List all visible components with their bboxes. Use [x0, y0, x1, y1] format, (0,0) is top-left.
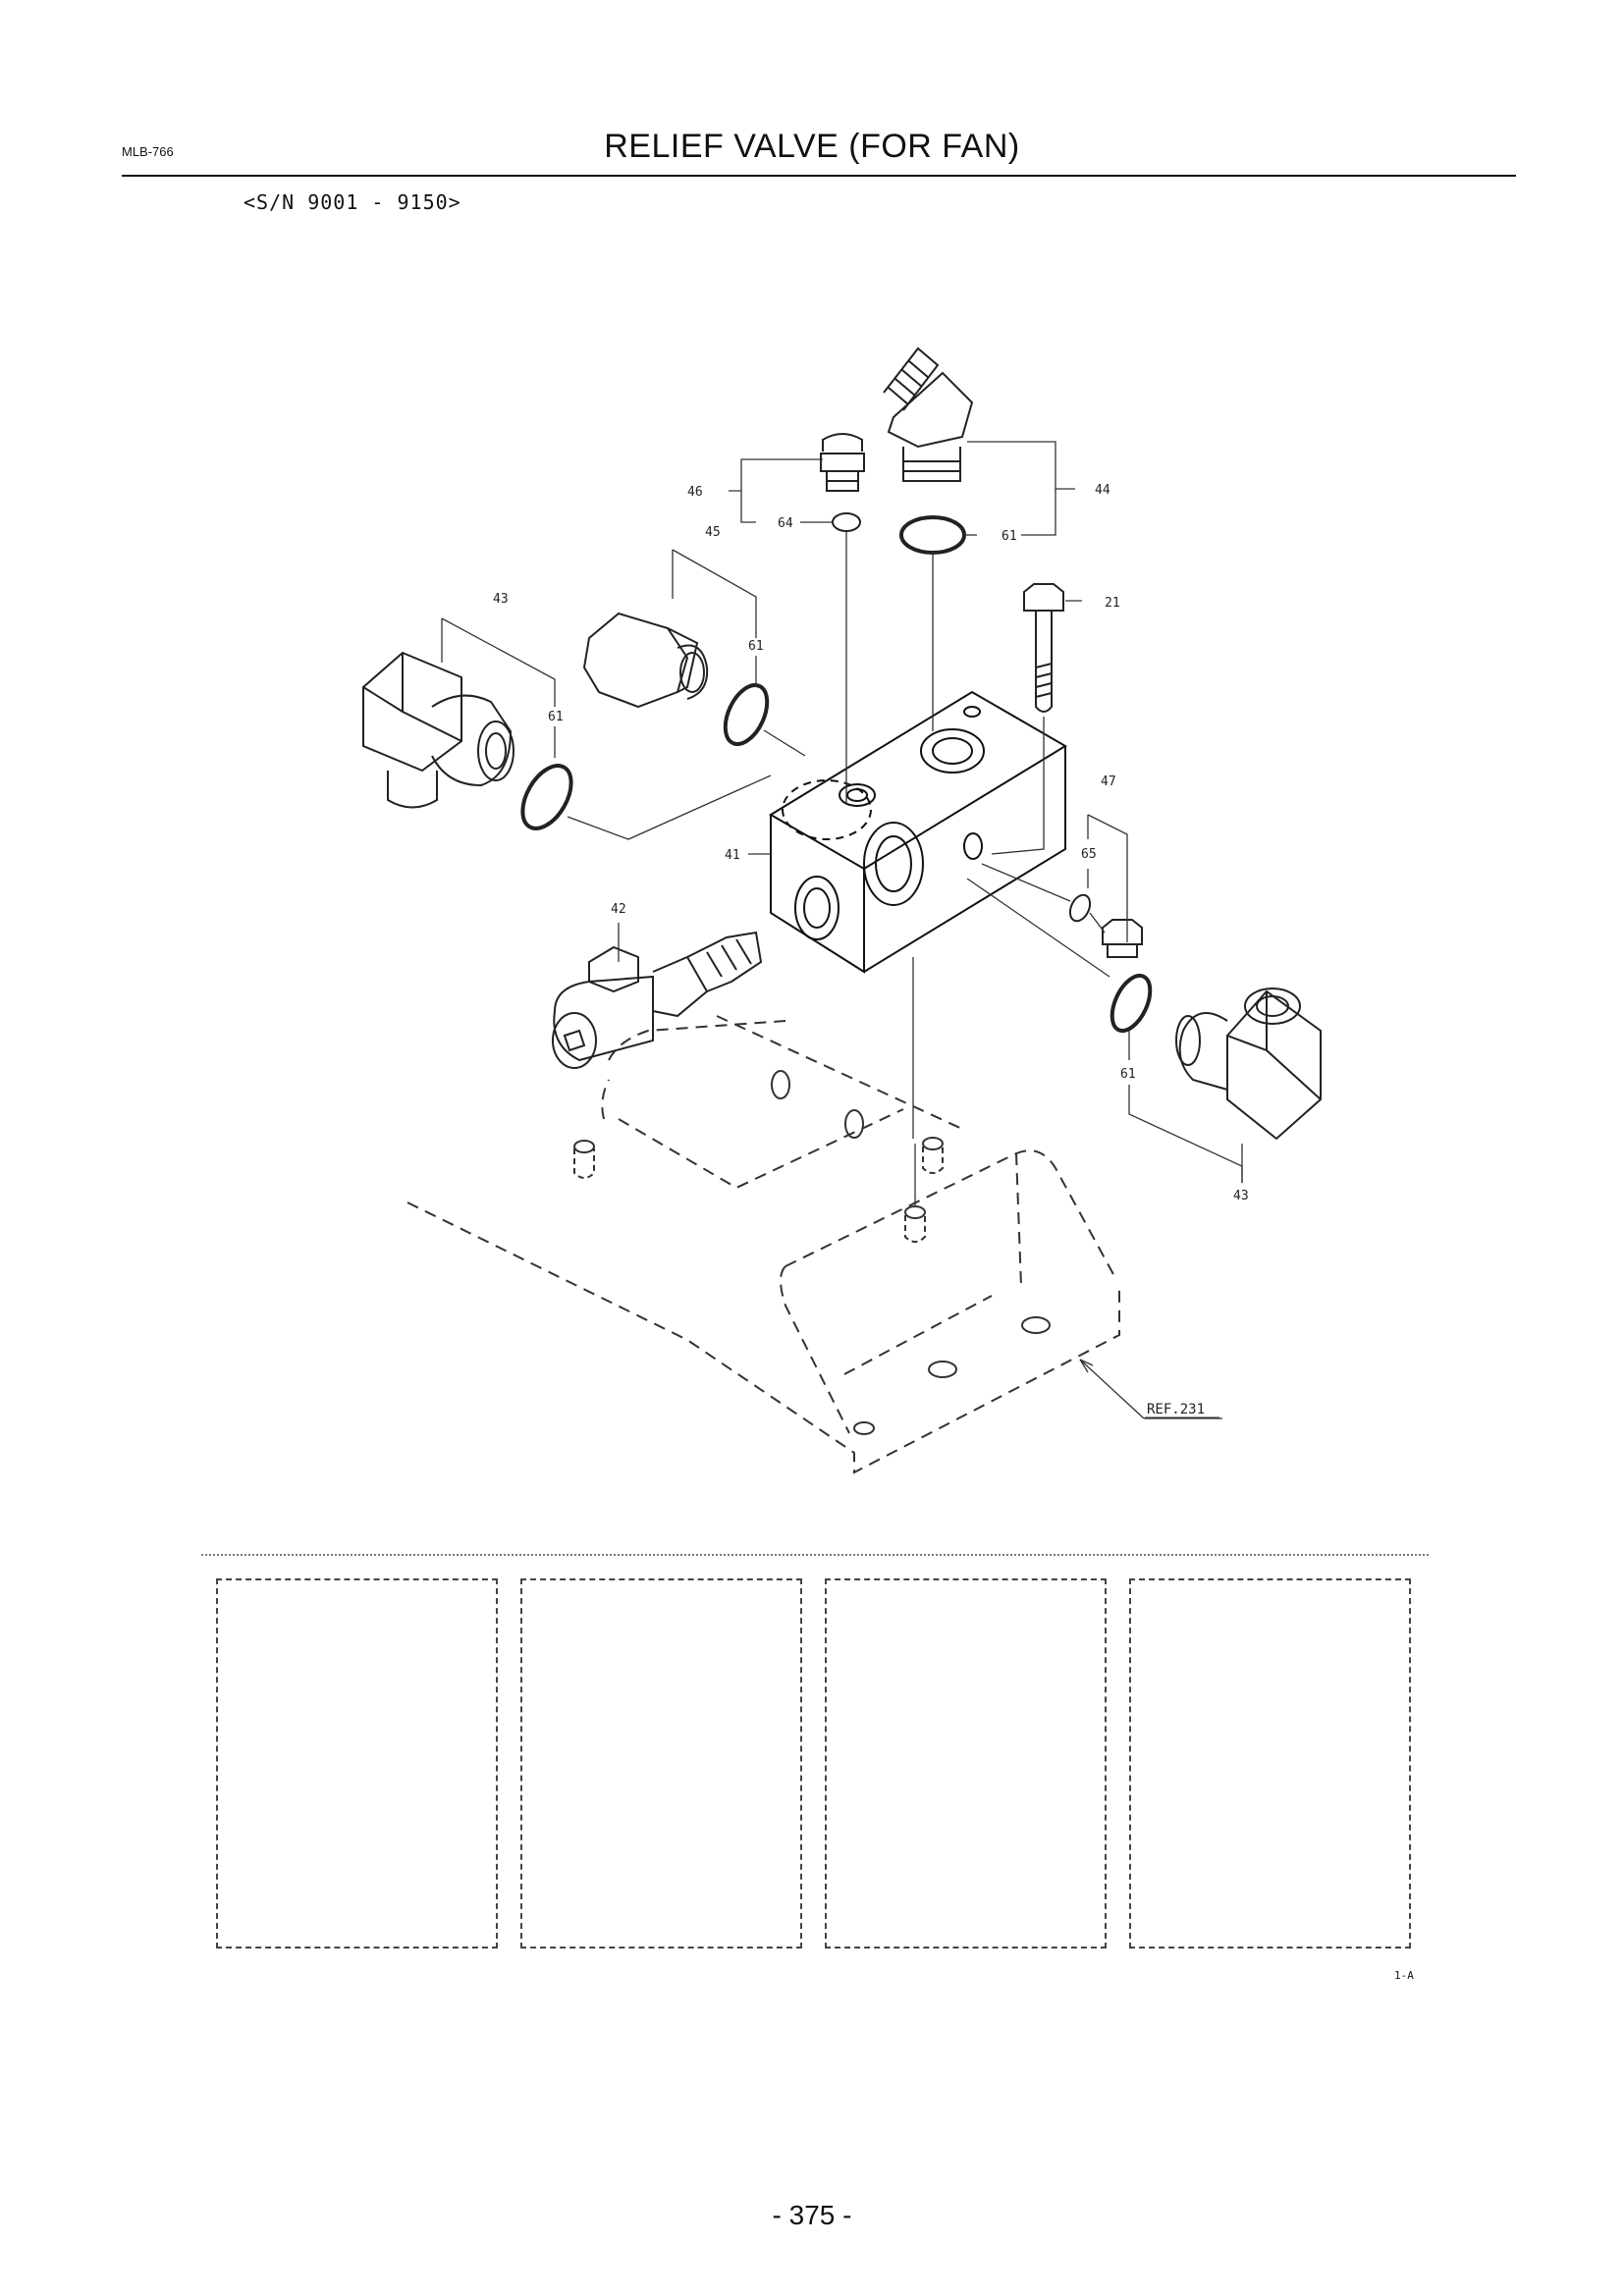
swivel-elbow-43-left: [362, 651, 514, 809]
mounting-frame: [406, 1015, 1120, 1474]
adapter-fitting-45: [582, 612, 709, 709]
callout-47: 47: [1101, 774, 1116, 789]
callout-42: 42: [611, 902, 626, 917]
blank-box-1: [216, 1578, 498, 1949]
callout-21: 21: [1105, 596, 1120, 611]
sheet-reference: 1-A: [1394, 1969, 1414, 1982]
blank-box-3: [825, 1578, 1107, 1949]
o-ring-61-left: [520, 764, 573, 830]
callout-labels: 46 44 64 61 45 21 43 61 61 47 65 41 42 6…: [493, 483, 1249, 1418]
swivel-elbow-43-right: [1175, 988, 1322, 1141]
header-rule: [122, 175, 1516, 177]
plug-47: [1102, 919, 1143, 958]
callout-41: 41: [725, 848, 740, 863]
section-separator: [201, 1554, 1429, 1556]
callout-brackets: [441, 441, 1243, 1419]
exploded-parts-diagram: 46 44 64 61 45 21 43 61 61 47 65 41 42 6…: [362, 347, 1322, 1474]
bolt-21: [1023, 583, 1064, 713]
o-ring-61-top: [899, 515, 966, 555]
blank-box-4: [1129, 1578, 1411, 1949]
o-ring-65: [1068, 893, 1092, 923]
callout-64: 64: [778, 516, 793, 531]
assembly-lines: [567, 532, 1110, 1205]
frame-slots: [771, 1070, 1051, 1435]
locating-pins: [573, 1137, 944, 1243]
page-title: RELIEF VALVE (FOR FAN): [604, 128, 1020, 165]
reference-label: REF.231: [1147, 1402, 1205, 1417]
document-code: MLB-766: [122, 144, 174, 159]
valve-block: [769, 690, 1067, 974]
serial-range: <S/N 9001 - 9150>: [244, 190, 461, 214]
blank-box-2: [520, 1578, 802, 1949]
elbow-fitting-44: [883, 347, 974, 482]
o-ring-61-mid: [723, 683, 770, 746]
callout-61-top: 61: [1001, 529, 1017, 544]
callout-65: 65: [1081, 847, 1097, 862]
page-number: - 375 -: [772, 2200, 852, 2230]
callout-44: 44: [1095, 483, 1110, 498]
o-ring-64: [832, 512, 861, 532]
callout-43-left: 43: [493, 592, 509, 607]
callout-45: 45: [705, 525, 721, 540]
callout-61-mid: 61: [748, 639, 764, 654]
plug-46: [820, 433, 865, 492]
o-ring-61-right: [1110, 973, 1153, 1034]
solenoid-valve-42: [552, 931, 763, 1069]
callout-61-right: 61: [1120, 1067, 1136, 1082]
callout-46: 46: [687, 485, 703, 500]
callout-43-right: 43: [1233, 1189, 1249, 1203]
callout-61-left: 61: [548, 710, 564, 724]
